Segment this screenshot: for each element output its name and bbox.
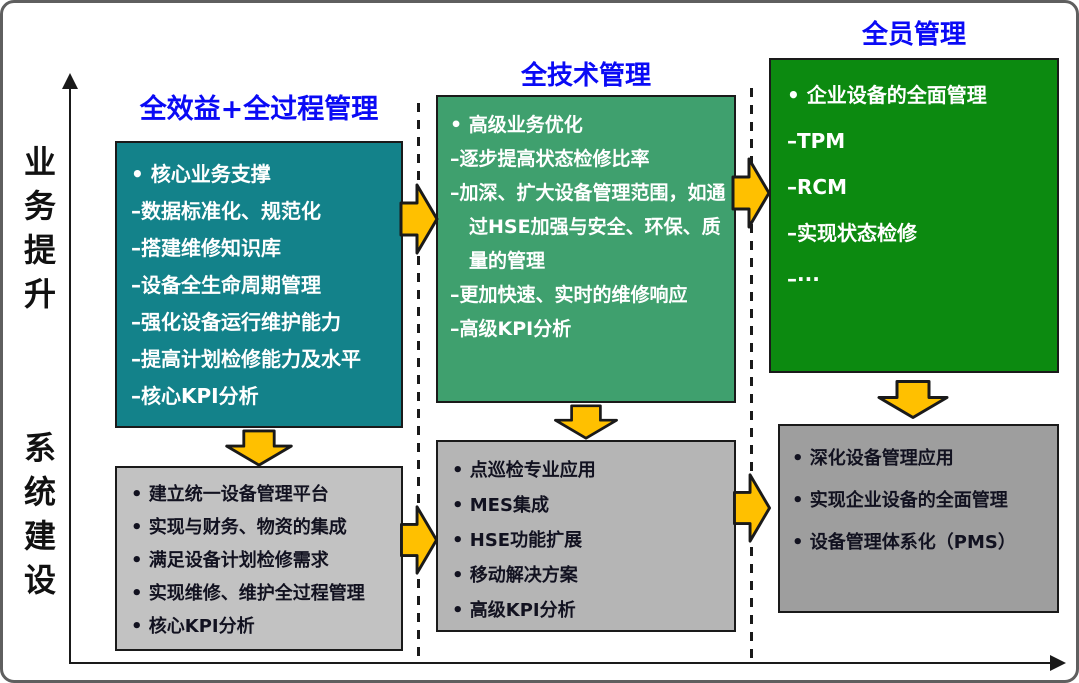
arrow-down-icon: [225, 429, 293, 467]
list-item: –···: [787, 267, 820, 291]
list-item: –提高计划检修能力及水平: [131, 347, 361, 371]
x-axis-arrowhead-icon: [1050, 655, 1066, 671]
phase3-system-box: • 深化设备管理应用 • 实现企业设备的全面管理 • 设备管理体系化（PMS）: [778, 424, 1059, 613]
list-item: • 高级KPI分析: [452, 600, 576, 621]
list-item: –实现状态检修: [787, 221, 917, 245]
arrow-down-icon: [877, 380, 949, 419]
list-item: –TPM: [787, 129, 846, 153]
list-item: • 满足设备计划检修需求: [131, 550, 329, 571]
list-item: –搭建维修知识库: [131, 236, 281, 260]
list-item: • 实现与财务、物资的集成: [131, 517, 347, 538]
phase3-header: 全员管理: [861, 20, 966, 50]
arrow-right-icon: [733, 473, 771, 543]
list-item: –逐步提高状态检修比率: [450, 148, 650, 170]
list-item: • 核心业务支撑: [131, 162, 271, 186]
list-item: –更加快速、实时的维修响应: [450, 284, 688, 306]
arrow-right-icon: [400, 505, 438, 575]
list-item: • 核心KPI分析: [131, 616, 255, 637]
list-item: • HSE功能扩展: [452, 530, 583, 551]
y-axis-line: [69, 87, 71, 664]
list-item: • 高级业务优化: [450, 114, 583, 136]
phase1-header: 全效益+全过程管理: [139, 94, 379, 125]
list-item: • 设备管理体系化（PMS）: [792, 532, 1016, 553]
phase3-business-box: • 企业设备的全面管理 –TPM –RCM –实现状态检修 –···: [769, 58, 1059, 373]
list-item: • 企业设备的全面管理: [787, 83, 987, 107]
list-item: –数据标准化、规范化: [131, 199, 321, 223]
column-separator-1: [417, 103, 420, 661]
list-item: –强化设备运行维护能力: [131, 310, 341, 334]
list-item: –加深、扩大设备管理范围，如通过HSE加强与安全、环保、质量的管理: [450, 182, 726, 272]
arrow-right-icon: [399, 183, 439, 255]
list-item: • 移动解决方案: [452, 565, 578, 586]
arrow-right-icon: [731, 157, 771, 229]
list-item: –设备全生命周期管理: [131, 273, 321, 297]
phase1-business-box: • 核心业务支撑 –数据标准化、规范化 –搭建维修知识库 –设备全生命周期管理 …: [115, 141, 403, 428]
list-item: –核心KPI分析: [131, 384, 259, 408]
y-axis-label-system: 系统建设: [19, 431, 57, 607]
phase2-business-box: • 高级业务优化 –逐步提高状态检修比率 –加深、扩大设备管理范围，如通过HSE…: [436, 95, 736, 403]
phase2-system-box: • 点巡检专业应用 • MES集成 • HSE功能扩展 • 移动解决方案 • 高…: [436, 440, 736, 632]
y-axis-label-business: 业务提升: [19, 145, 57, 321]
list-item: • 点巡检专业应用: [452, 460, 596, 481]
list-item: • 实现企业设备的全面管理: [792, 490, 1008, 511]
list-item: • 深化设备管理应用: [792, 448, 954, 469]
phase1-system-box: • 建立统一设备管理平台 • 实现与财务、物资的集成 • 满足设备计划检修需求 …: [115, 466, 403, 651]
arrow-down-icon: [554, 404, 618, 440]
list-item: • 实现维修、维护全过程管理: [131, 583, 365, 604]
y-axis-arrowhead-icon: [62, 73, 78, 89]
x-axis-line: [69, 662, 1052, 664]
list-item: –高级KPI分析: [450, 318, 572, 340]
list-item: • 建立统一设备管理平台: [131, 484, 329, 505]
phase2-header: 全技术管理: [520, 61, 651, 91]
list-item: • MES集成: [452, 495, 549, 516]
column-separator-2: [750, 88, 753, 661]
list-item: –RCM: [787, 175, 847, 199]
